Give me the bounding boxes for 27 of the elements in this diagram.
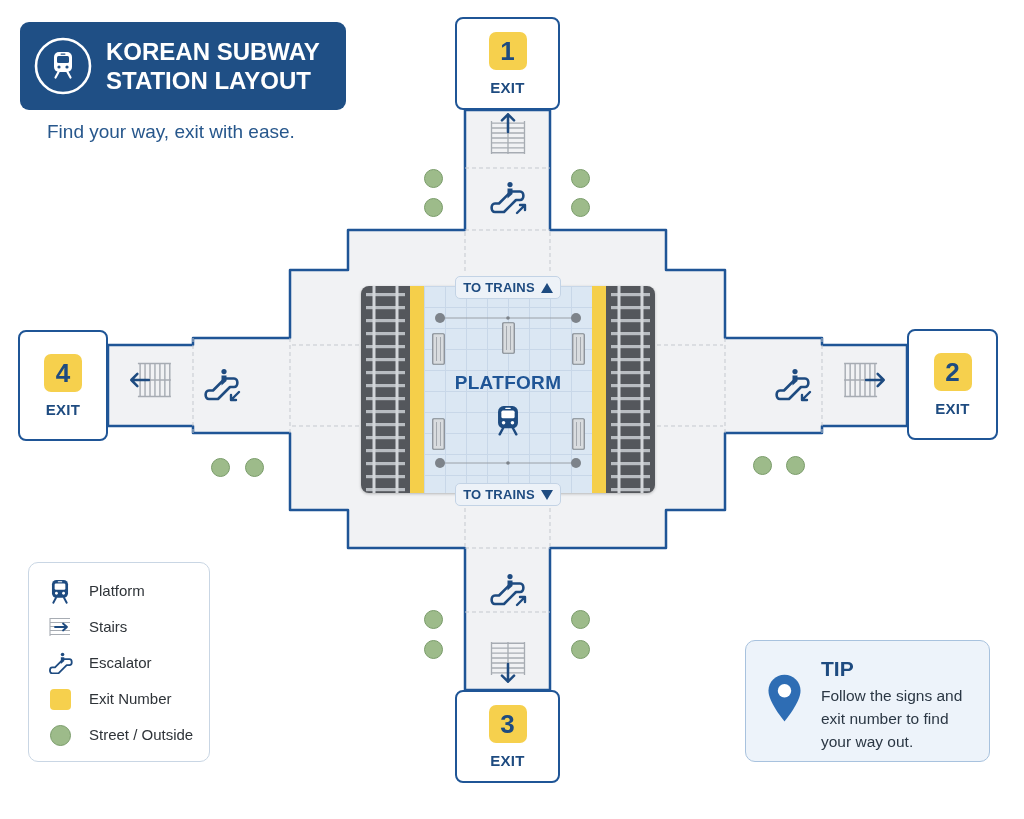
tip-card bbox=[745, 640, 990, 762]
exit-number: 1 bbox=[488, 31, 527, 70]
legend-label: Street / Outside bbox=[89, 726, 194, 744]
exit-number: 4 bbox=[44, 353, 82, 392]
legend-label: Platform bbox=[89, 582, 145, 600]
exit-box bbox=[18, 330, 108, 441]
exit-number: 3 bbox=[488, 704, 527, 743]
subtitle: Find your way, exit with ease. bbox=[47, 121, 295, 143]
exit-box bbox=[907, 329, 998, 440]
sign-text: TO TRAINS bbox=[463, 280, 535, 295]
exit-number: 2 bbox=[933, 352, 972, 391]
direction-sign bbox=[455, 276, 561, 299]
exit-box bbox=[455, 690, 560, 783]
legend-label: Stairs bbox=[89, 618, 128, 636]
exit-label: EXIT bbox=[45, 400, 81, 418]
tip-text: Follow the signs and exit number to find your way out. bbox=[821, 686, 964, 752]
direction-sign bbox=[455, 483, 561, 506]
tip-heading: TIP bbox=[821, 657, 855, 681]
exit-label: EXIT bbox=[490, 751, 525, 769]
legend-label: Escalator bbox=[89, 654, 152, 672]
platform-label: PLATFORM bbox=[454, 372, 562, 394]
exit-label: EXIT bbox=[490, 78, 525, 96]
exit-box bbox=[455, 17, 560, 110]
title: KOREAN SUBWAY STATION LAYOUT bbox=[106, 37, 321, 95]
legend-label: Exit Number bbox=[89, 690, 172, 708]
exit-label: EXIT bbox=[935, 399, 970, 417]
sign-text: TO TRAINS bbox=[463, 487, 535, 502]
